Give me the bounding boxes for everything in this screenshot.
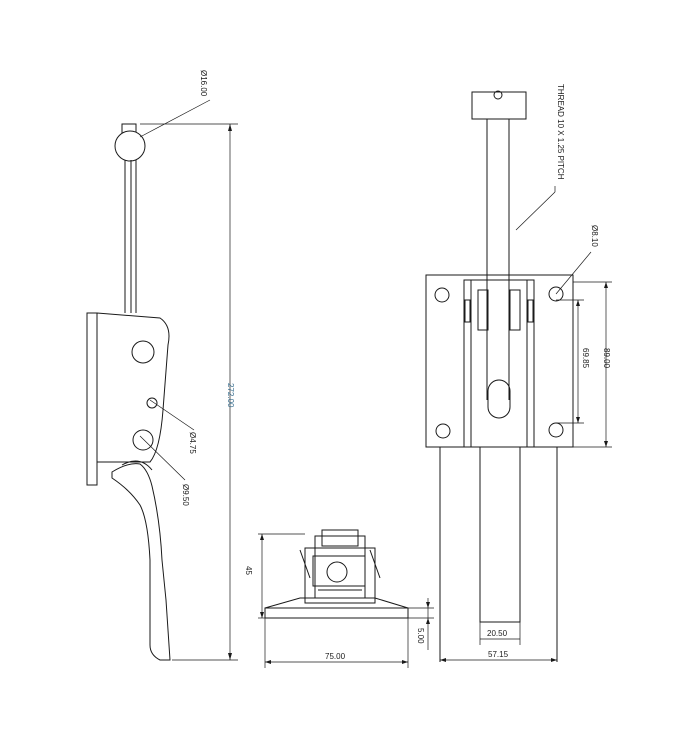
end-base-plate	[264, 607, 409, 619]
dim-hole-spacing-inner: 69.85	[581, 348, 590, 369]
side-pivot-hole	[132, 429, 154, 451]
mount-hole-bottom-right	[548, 422, 564, 438]
mount-hole-top-left	[434, 287, 450, 303]
dim-small-hole: Ø4.75	[188, 432, 197, 454]
side-view: Ø16.00 272.00 Ø4.75 Ø9.50	[86, 70, 238, 661]
front-plunger	[479, 446, 521, 623]
front-mount-plate	[425, 274, 574, 448]
dim-base-thickness: 5.00	[416, 628, 425, 644]
side-body	[96, 312, 170, 463]
dim-plunger-width: 20.50	[487, 629, 508, 638]
dim-overall-length: 272.00	[226, 383, 235, 408]
dim-hole-spacing-outer: 89.00	[602, 348, 611, 369]
dim-base-width: 75.00	[325, 652, 346, 661]
mount-hole-top-right	[548, 286, 564, 302]
dim-thread-note: THREAD 10 X 1.25 PITCH	[556, 84, 565, 180]
end-view: 45 75.00 5.00	[244, 529, 434, 668]
end-pivot	[326, 561, 348, 583]
front-view: THREAD 10 X 1.25 PITCH Ø8.10 69.85 89.00…	[425, 84, 612, 662]
dim-mount-hole: Ø8.10	[590, 225, 599, 247]
dim-pivot-hole: Ø9.50	[181, 484, 190, 506]
dim-height: 45	[244, 566, 253, 575]
side-upper-hole	[131, 340, 155, 364]
mount-hole-bottom-left	[435, 423, 451, 439]
front-knob	[471, 91, 527, 120]
side-ball	[114, 130, 146, 162]
side-mount-plate	[86, 312, 98, 486]
side-handle	[111, 463, 171, 661]
dim-plate-width: 57.15	[488, 650, 509, 659]
dim-ball-diameter: Ø16.00	[199, 70, 208, 97]
side-small-hole	[146, 397, 158, 409]
